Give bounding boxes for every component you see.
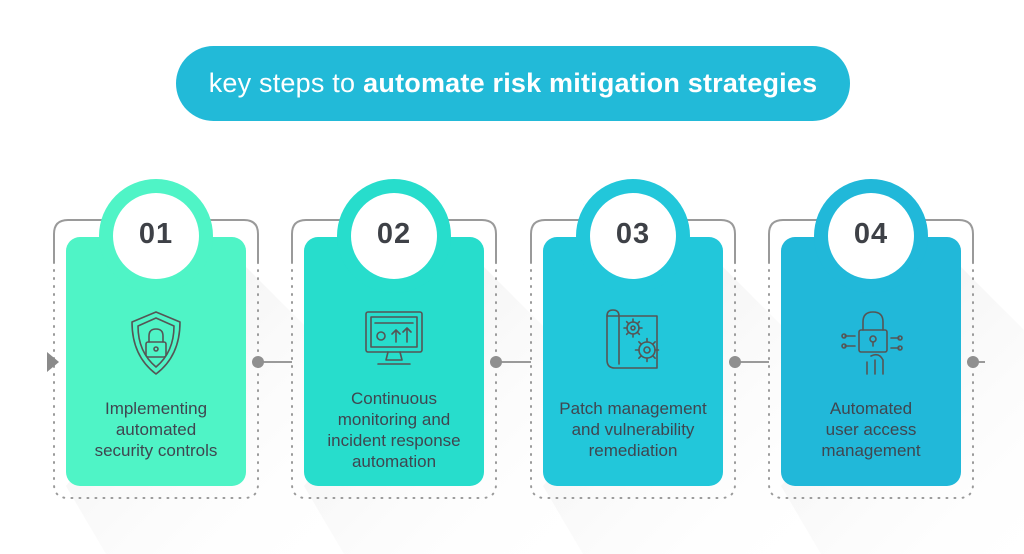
gears-blueprint-icon <box>606 309 660 369</box>
connector-dot <box>729 356 741 368</box>
badge-circle <box>590 193 676 279</box>
step-card-3 <box>543 237 723 486</box>
monitor-dashboard-icon <box>365 311 423 365</box>
step-number-2: 02 <box>376 218 412 250</box>
start-arrow-icon <box>47 352 59 372</box>
step-label-line: Continuous <box>350 389 437 408</box>
step-number-1: 01 <box>138 218 174 250</box>
step-label-line: management <box>821 441 921 460</box>
step-label-line: monitoring and <box>337 410 451 429</box>
shield-lock-icon <box>131 311 181 375</box>
connector-dot <box>967 356 979 368</box>
title-prefix: key steps to <box>208 68 356 98</box>
step-label-line: Automated <box>829 399 913 418</box>
title-banner: key steps to automate risk mitigation st… <box>176 46 850 121</box>
step-card-4 <box>781 237 961 486</box>
step-label-2: Continuous monitoring and incident respons… <box>299 388 489 472</box>
step-number-4: 04 <box>853 218 889 250</box>
step-label-line: Implementing <box>104 399 208 418</box>
step-label-3: Patch management and vulnerability remedia… <box>538 398 728 461</box>
badge-circle <box>828 193 914 279</box>
step-card-1 <box>66 237 246 486</box>
badge-circle <box>351 193 437 279</box>
step-label-line: incident response <box>327 431 461 450</box>
badge-circle <box>113 193 199 279</box>
step-label-line: and vulnerability <box>571 420 695 439</box>
step-label-line: security controls <box>94 441 218 460</box>
step-label-line: automated <box>115 420 197 439</box>
step-label-4: Automated user access management <box>776 398 966 461</box>
step-number-3: 03 <box>615 218 651 250</box>
connector-dot <box>252 356 264 368</box>
step-label-line: remediation <box>588 441 678 460</box>
connector-dot <box>490 356 502 368</box>
step-label-line: Patch management <box>559 399 707 418</box>
step-label-line: user access <box>825 420 917 439</box>
step-label-1: Implementing automated security controls <box>61 398 251 461</box>
step-card-2 <box>304 237 484 486</box>
title-emphasis: automate risk mitigation strategies <box>363 68 818 98</box>
step-label-line: automation <box>351 452 437 471</box>
lock-fingerprint-icon <box>841 311 903 375</box>
